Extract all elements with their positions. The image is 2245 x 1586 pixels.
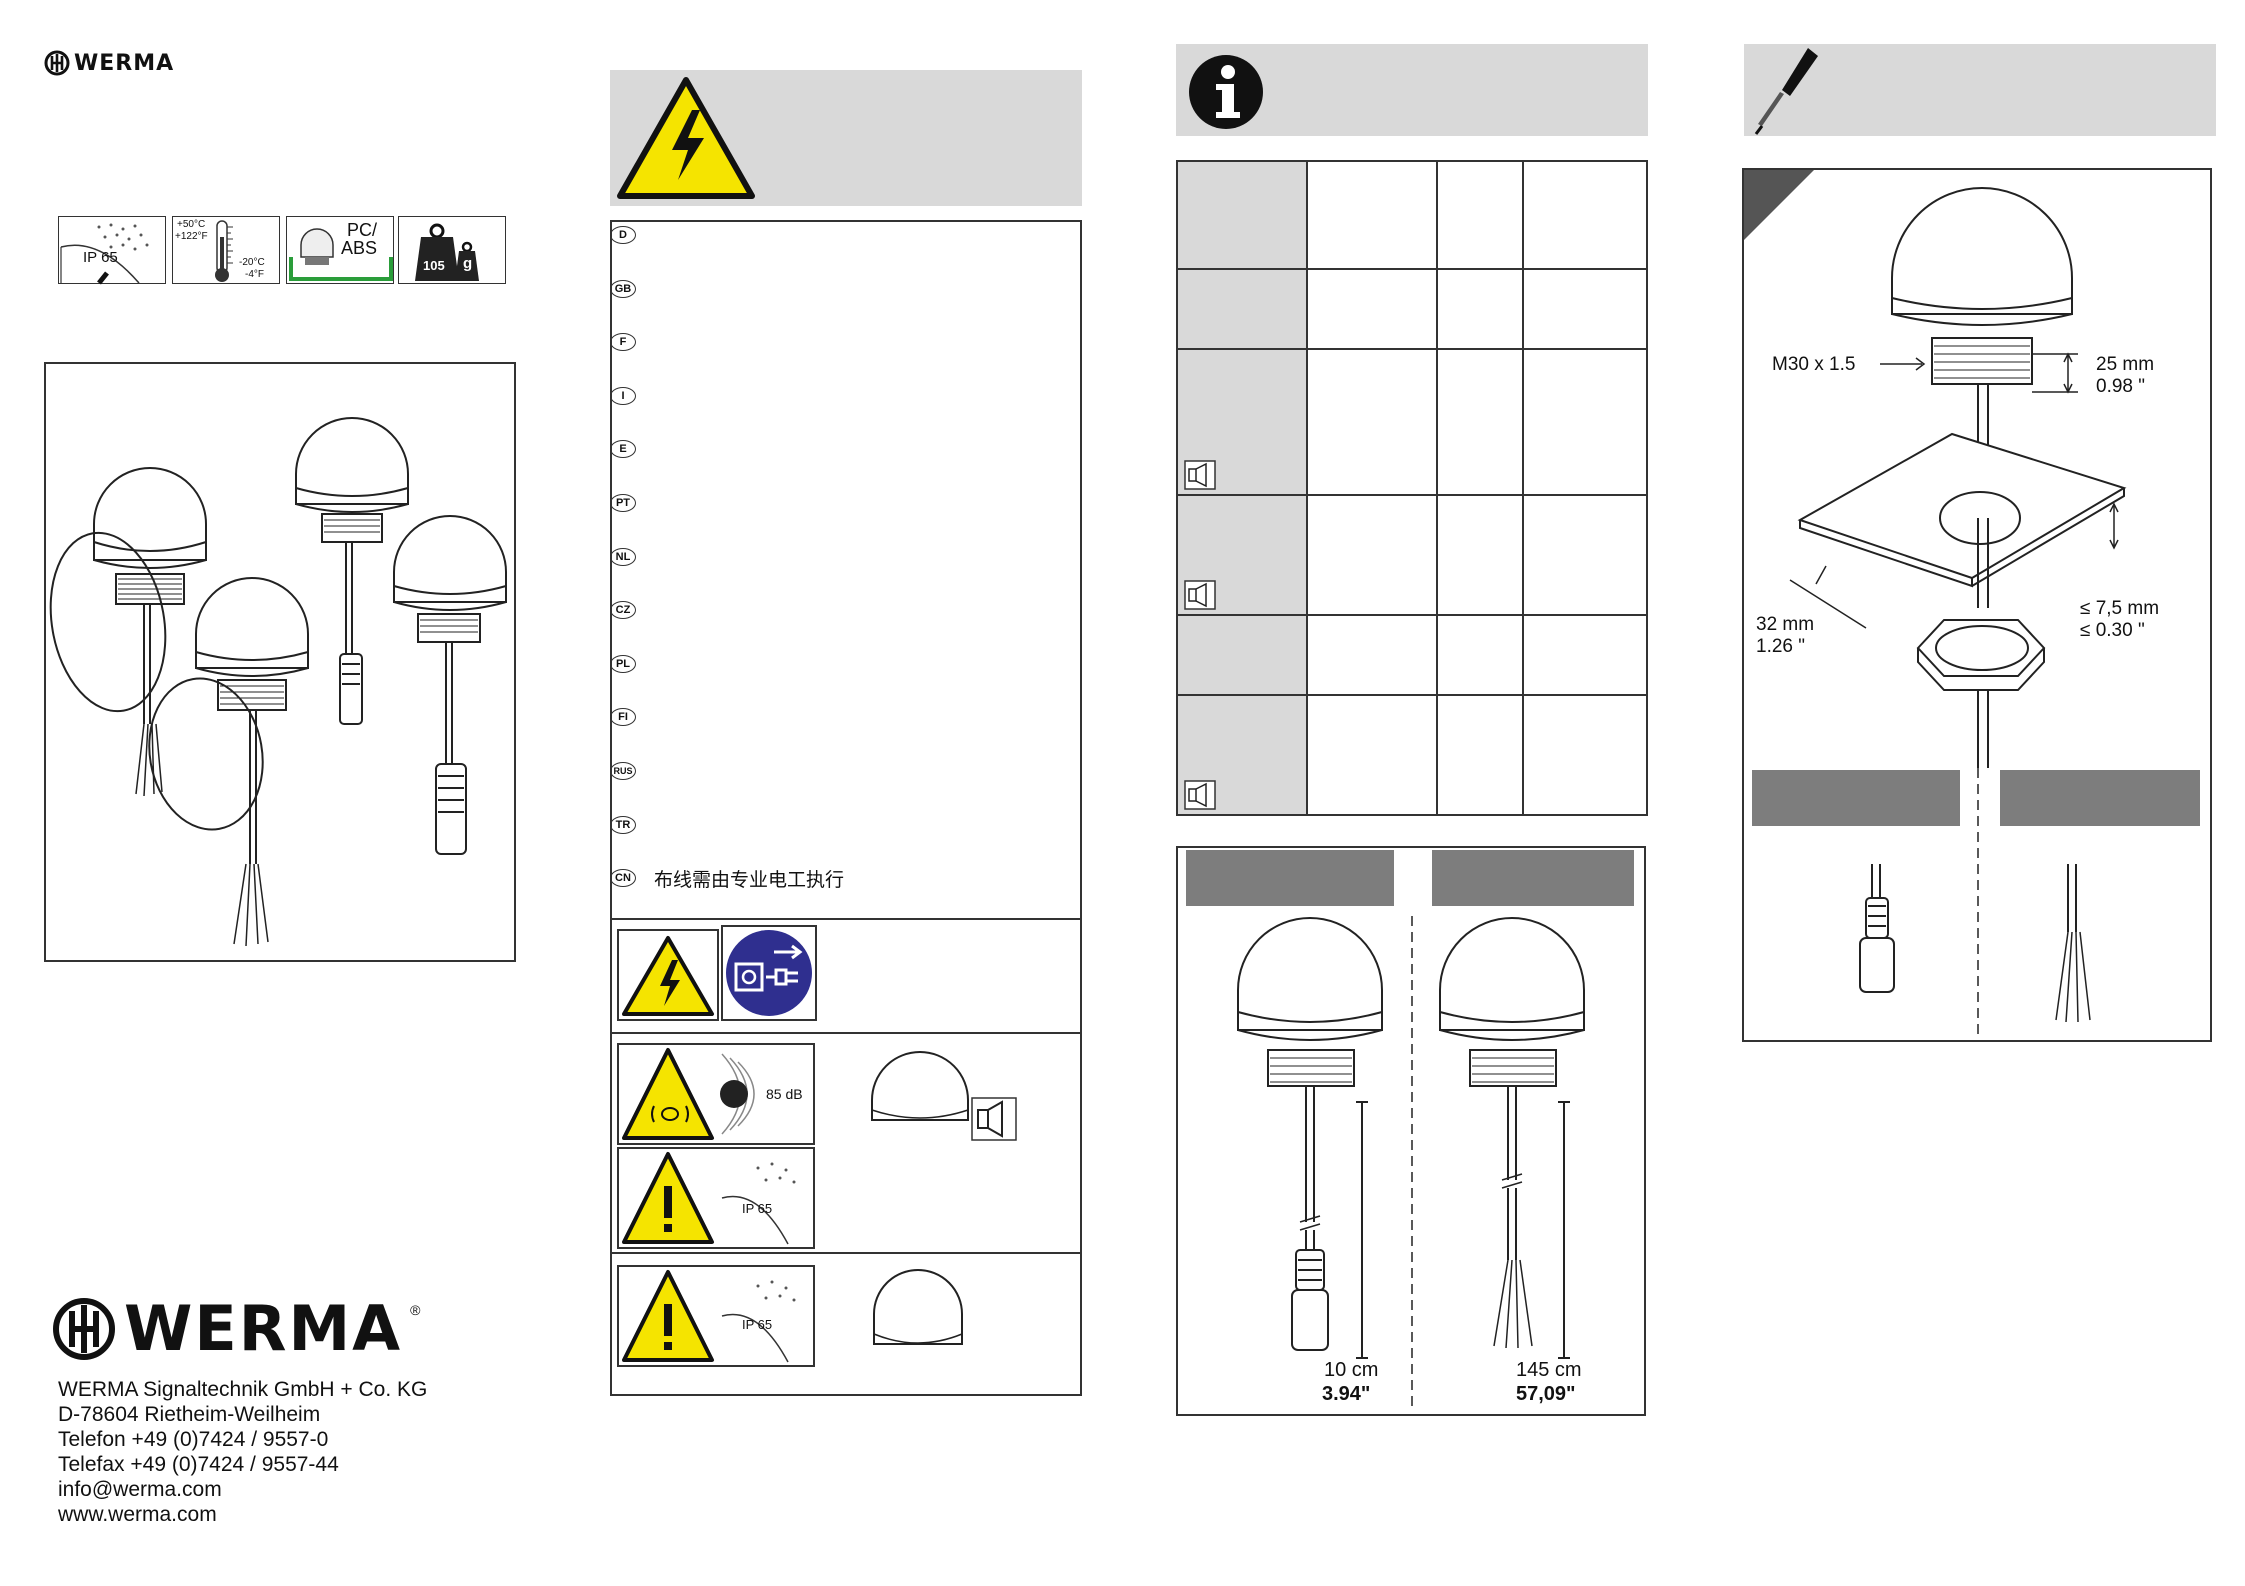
panel-thickness-mm: ≤ 7,5 mm — [2080, 598, 2160, 619]
table-col-divider — [1522, 162, 1524, 814]
ip65-label-1: IP 65 — [742, 1201, 773, 1216]
weight-unit: g — [463, 255, 473, 272]
ip65-label-2: IP 65 — [742, 1317, 773, 1332]
lang-marker-e: E — [610, 440, 636, 459]
mounting-header — [1744, 44, 2216, 136]
lang-marker-rus: RUS — [610, 762, 636, 780]
lang-marker-nl: NL — [610, 547, 636, 566]
lang-marker-d: D — [610, 226, 636, 244]
table-row-divider — [1178, 268, 1646, 270]
product-overview-figure — [44, 362, 516, 962]
mounting-illustration — [1789, 187, 2127, 1038]
short-cable-length-in: 3.94" — [1322, 1383, 1371, 1405]
variant-header-connector-mounting — [1752, 770, 1960, 826]
sound-speaker-icon — [1184, 580, 1216, 610]
info-icon — [1189, 55, 1263, 129]
company-fax: Telefax +49 (0)7424 / 9557-44 — [58, 1453, 339, 1476]
high-voltage-warning-icon — [617, 77, 755, 199]
cable-length-figure — [1176, 846, 1646, 1416]
cable-variants-illustration — [1237, 916, 1585, 1406]
electric-hazard-icon — [617, 929, 719, 1021]
corner-marker — [1744, 170, 1814, 240]
header-logo: WERMA — [44, 50, 174, 76]
lang-marker-cz: CZ — [610, 601, 636, 620]
sound-speaker-icon — [1184, 460, 1216, 490]
panel-thickness-in: ≤ 0.30 " — [2080, 620, 2145, 641]
noise-level-label: 85 dB — [766, 1086, 803, 1102]
temp-low-f: -4°F — [245, 269, 264, 280]
lang-marker-pl: PL — [610, 654, 636, 673]
weight-icon — [415, 223, 479, 281]
thread-size-label: M30 x 1.5 — [1772, 354, 1856, 375]
temperature-badge: +50°C +122°F -20°C -4°F — [172, 216, 280, 284]
lang-marker-gb: GB — [610, 279, 636, 298]
product-variants-illustration — [49, 417, 507, 947]
material-text-abs: ABS — [341, 238, 378, 258]
table-col-divider — [1436, 162, 1438, 814]
table-row-divider — [1178, 614, 1646, 616]
thread-height-mm: 25 mm — [2096, 354, 2155, 375]
cn-instruction-text: 布线需由专业电工执行 — [654, 869, 845, 891]
temp-high-f: +122°F — [175, 231, 208, 242]
brand-registered: ® — [410, 1302, 421, 1318]
short-cable-length-cm: 10 cm — [1324, 1359, 1379, 1381]
material-icon — [289, 228, 393, 281]
weight-value: 105 — [423, 258, 445, 273]
ip-rating-label: IP 65 — [83, 249, 118, 266]
ip-rating-badge: IP 65 — [58, 216, 166, 285]
lang-marker-pt: PT — [610, 494, 636, 512]
company-website[interactable]: www.werma.com — [58, 1503, 217, 1526]
thermometer-icon — [215, 220, 233, 282]
language-instructions-box — [610, 220, 1082, 920]
brand-name-large: WERMA — [124, 1292, 403, 1365]
ip65-warning-icon-2 — [617, 1265, 815, 1367]
lang-marker-tr: TR — [610, 815, 636, 834]
lang-marker-f: F — [610, 333, 636, 352]
table-row-divider — [1178, 494, 1646, 496]
werma-logo-icon — [44, 50, 70, 76]
long-cable-length-cm: 145 cm — [1516, 1359, 1582, 1381]
company-city: D-78604 Rietheim-Weilheim — [58, 1403, 321, 1426]
hole-diameter-in: 1.26 " — [1756, 636, 1806, 657]
table-row-divider — [1178, 694, 1646, 696]
table-col-divider — [1306, 162, 1308, 814]
thread-height-in: 0.98 " — [2096, 376, 2146, 397]
company-email[interactable]: info@werma.com — [58, 1478, 222, 1501]
long-cable-length-in: 57,09" — [1516, 1383, 1576, 1405]
variant-header-cable-mounting — [2000, 770, 2200, 826]
table-row-divider — [1178, 348, 1646, 350]
lang-marker-i: I — [610, 386, 636, 405]
unplug-mandatory-icon — [721, 925, 817, 1021]
sound-speaker-icon — [1184, 780, 1216, 810]
temp-low-c: -20°C — [239, 257, 265, 268]
noise-warning-icon — [617, 1043, 815, 1145]
weight-badge: 105 g — [398, 216, 506, 284]
company-name: WERMA Signaltechnik GmbH + Co. KG — [58, 1378, 428, 1401]
ip65-warning-icon — [617, 1147, 815, 1249]
spray-icon — [60, 223, 149, 285]
temp-high-c: +50°C — [177, 219, 206, 230]
footer-logo: WERMA ® — [52, 1296, 421, 1362]
hole-diameter-mm: 32 mm — [1756, 614, 1815, 635]
buzzer-light-with-sound-icon — [871, 1051, 1017, 1141]
werma-logo-large-icon — [53, 1298, 115, 1360]
lang-marker-cn: CN — [610, 869, 636, 888]
material-text-pc: PC/ — [347, 220, 378, 240]
company-phone: Telefon +49 (0)7424 / 9557-0 — [58, 1428, 329, 1451]
light-dome-icon — [873, 1269, 963, 1345]
variant-header-connector — [1186, 850, 1394, 906]
brand-name-small: WERMA — [74, 50, 175, 76]
lang-marker-fi: FI — [610, 708, 636, 727]
variant-header-cable — [1432, 850, 1634, 906]
material-badge: PC/ ABS — [286, 216, 394, 284]
screwdriver-icon — [1754, 48, 1818, 135]
